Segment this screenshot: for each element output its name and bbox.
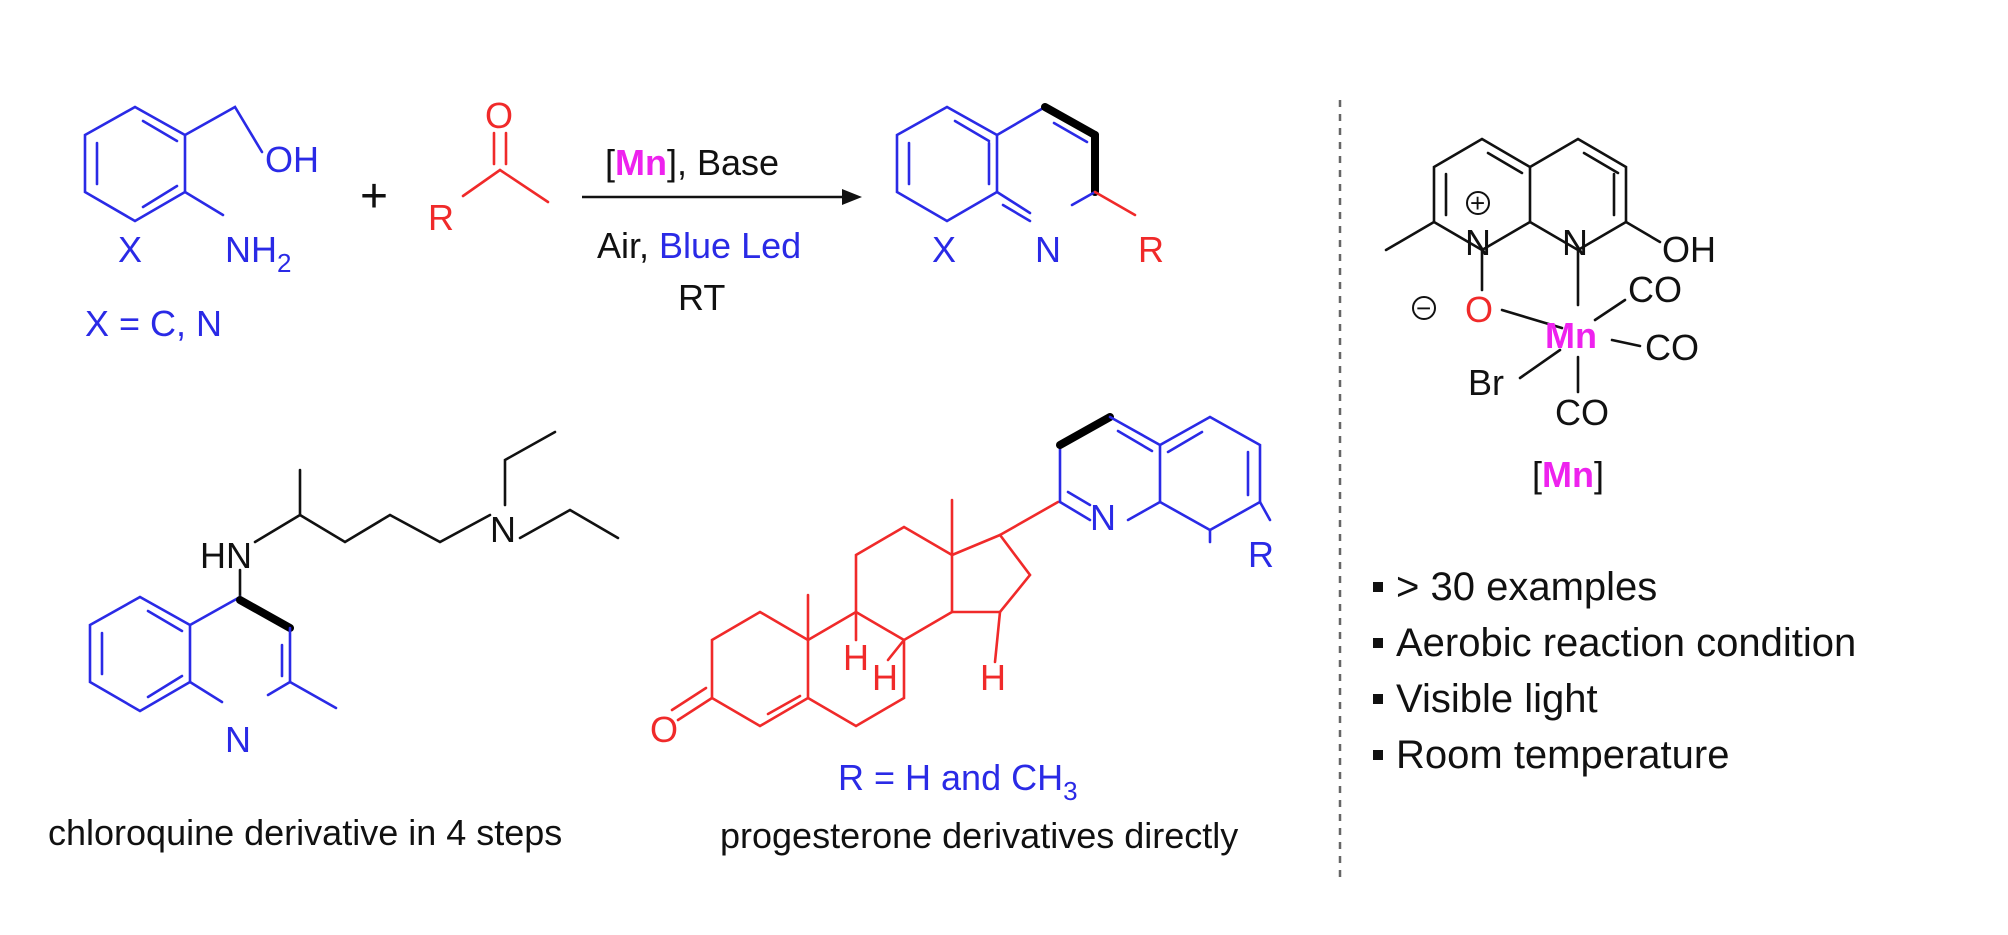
chloroquine-hn-label: HN: [200, 535, 252, 576]
negative-charge-sign: −: [1416, 293, 1431, 323]
reaction-arrow: [Mn], Base Air, Blue Led RT: [582, 142, 862, 318]
h-label-3: H: [980, 657, 1006, 698]
carbonyl-3-label: CO: [1555, 392, 1609, 433]
highlight-item: Aerobic reaction condition: [1396, 621, 1856, 665]
bullet-icon: [1373, 638, 1383, 648]
highlight-item: Room temperature: [1396, 733, 1729, 777]
progesterone-derivative: O H H H N R R = H and CH3 progesterone d…: [650, 413, 1274, 856]
condition-air-light: Air, Blue Led: [597, 225, 801, 266]
h-label-1: H: [843, 637, 869, 678]
chloroquine-derivative: HN N N chloroquine derivative in 4 steps: [48, 430, 620, 853]
highlight-item: > 30 examples: [1396, 565, 1657, 609]
negative-charge-icon: [1412, 296, 1436, 320]
condition-catalyst-base: [Mn], Base: [605, 142, 779, 183]
progesterone-caption: progesterone derivatives directly: [720, 815, 1238, 856]
ketone-oxygen: O: [485, 95, 513, 136]
x-atom-label: X: [118, 229, 142, 270]
ketone-r-group: R: [428, 197, 454, 238]
bullet-icon: [1373, 750, 1383, 760]
chloroquine-ring-n-label: N: [225, 719, 251, 760]
amine-label: NH2: [225, 229, 291, 278]
reactant-amino-alcohol: OH NH2 X X = C, N: [83, 105, 319, 344]
progesterone-ring-n-label: N: [1090, 497, 1116, 538]
mn-center-label: Mn: [1545, 315, 1597, 356]
positive-charge-sign: +: [1470, 188, 1485, 218]
oxide-o-label: O: [1465, 289, 1493, 330]
product-x-label: X: [932, 229, 956, 270]
product-quinoline: X N R: [895, 103, 1164, 270]
progesterone-r-label: R: [1248, 534, 1274, 575]
product-n-label: N: [1035, 229, 1061, 270]
carbonyl-1-label: CO: [1628, 269, 1682, 310]
catalyst-oh-label: OH: [1662, 229, 1716, 270]
highlight-item: Visible light: [1396, 677, 1598, 721]
x-definition: X = C, N: [85, 303, 222, 344]
catalyst-name: [Mn]: [1532, 454, 1604, 495]
product-r-label: R: [1138, 229, 1164, 270]
chloroquine-amine-n-label: N: [490, 509, 516, 550]
catalyst-mn-complex: N + N OH − O Mn CO CO CO Br [Mn]: [1384, 137, 1716, 495]
condition-rt: RT: [678, 277, 725, 318]
carbonyl-2-label: CO: [1645, 327, 1699, 368]
reactant-ketone: O R: [428, 95, 550, 238]
bullet-icon: [1373, 694, 1383, 704]
bromide-label: Br: [1468, 362, 1504, 403]
chloroquine-caption: chloroquine derivative in 4 steps: [48, 812, 562, 853]
pyridine-n-label: N: [1562, 222, 1588, 263]
positive-charge-icon: [1466, 191, 1490, 215]
highlights-list: > 30 examples Aerobic reaction condition…: [1373, 565, 1856, 777]
bullet-icon: [1373, 582, 1383, 592]
hydroxyl-label: OH: [265, 139, 319, 180]
plus-sign: +: [360, 170, 388, 223]
h-label-2: H: [872, 657, 898, 698]
r-definition: R = H and CH3: [838, 757, 1078, 806]
progesterone-o-label: O: [650, 709, 678, 750]
pyridinium-n-label: N: [1465, 222, 1491, 263]
